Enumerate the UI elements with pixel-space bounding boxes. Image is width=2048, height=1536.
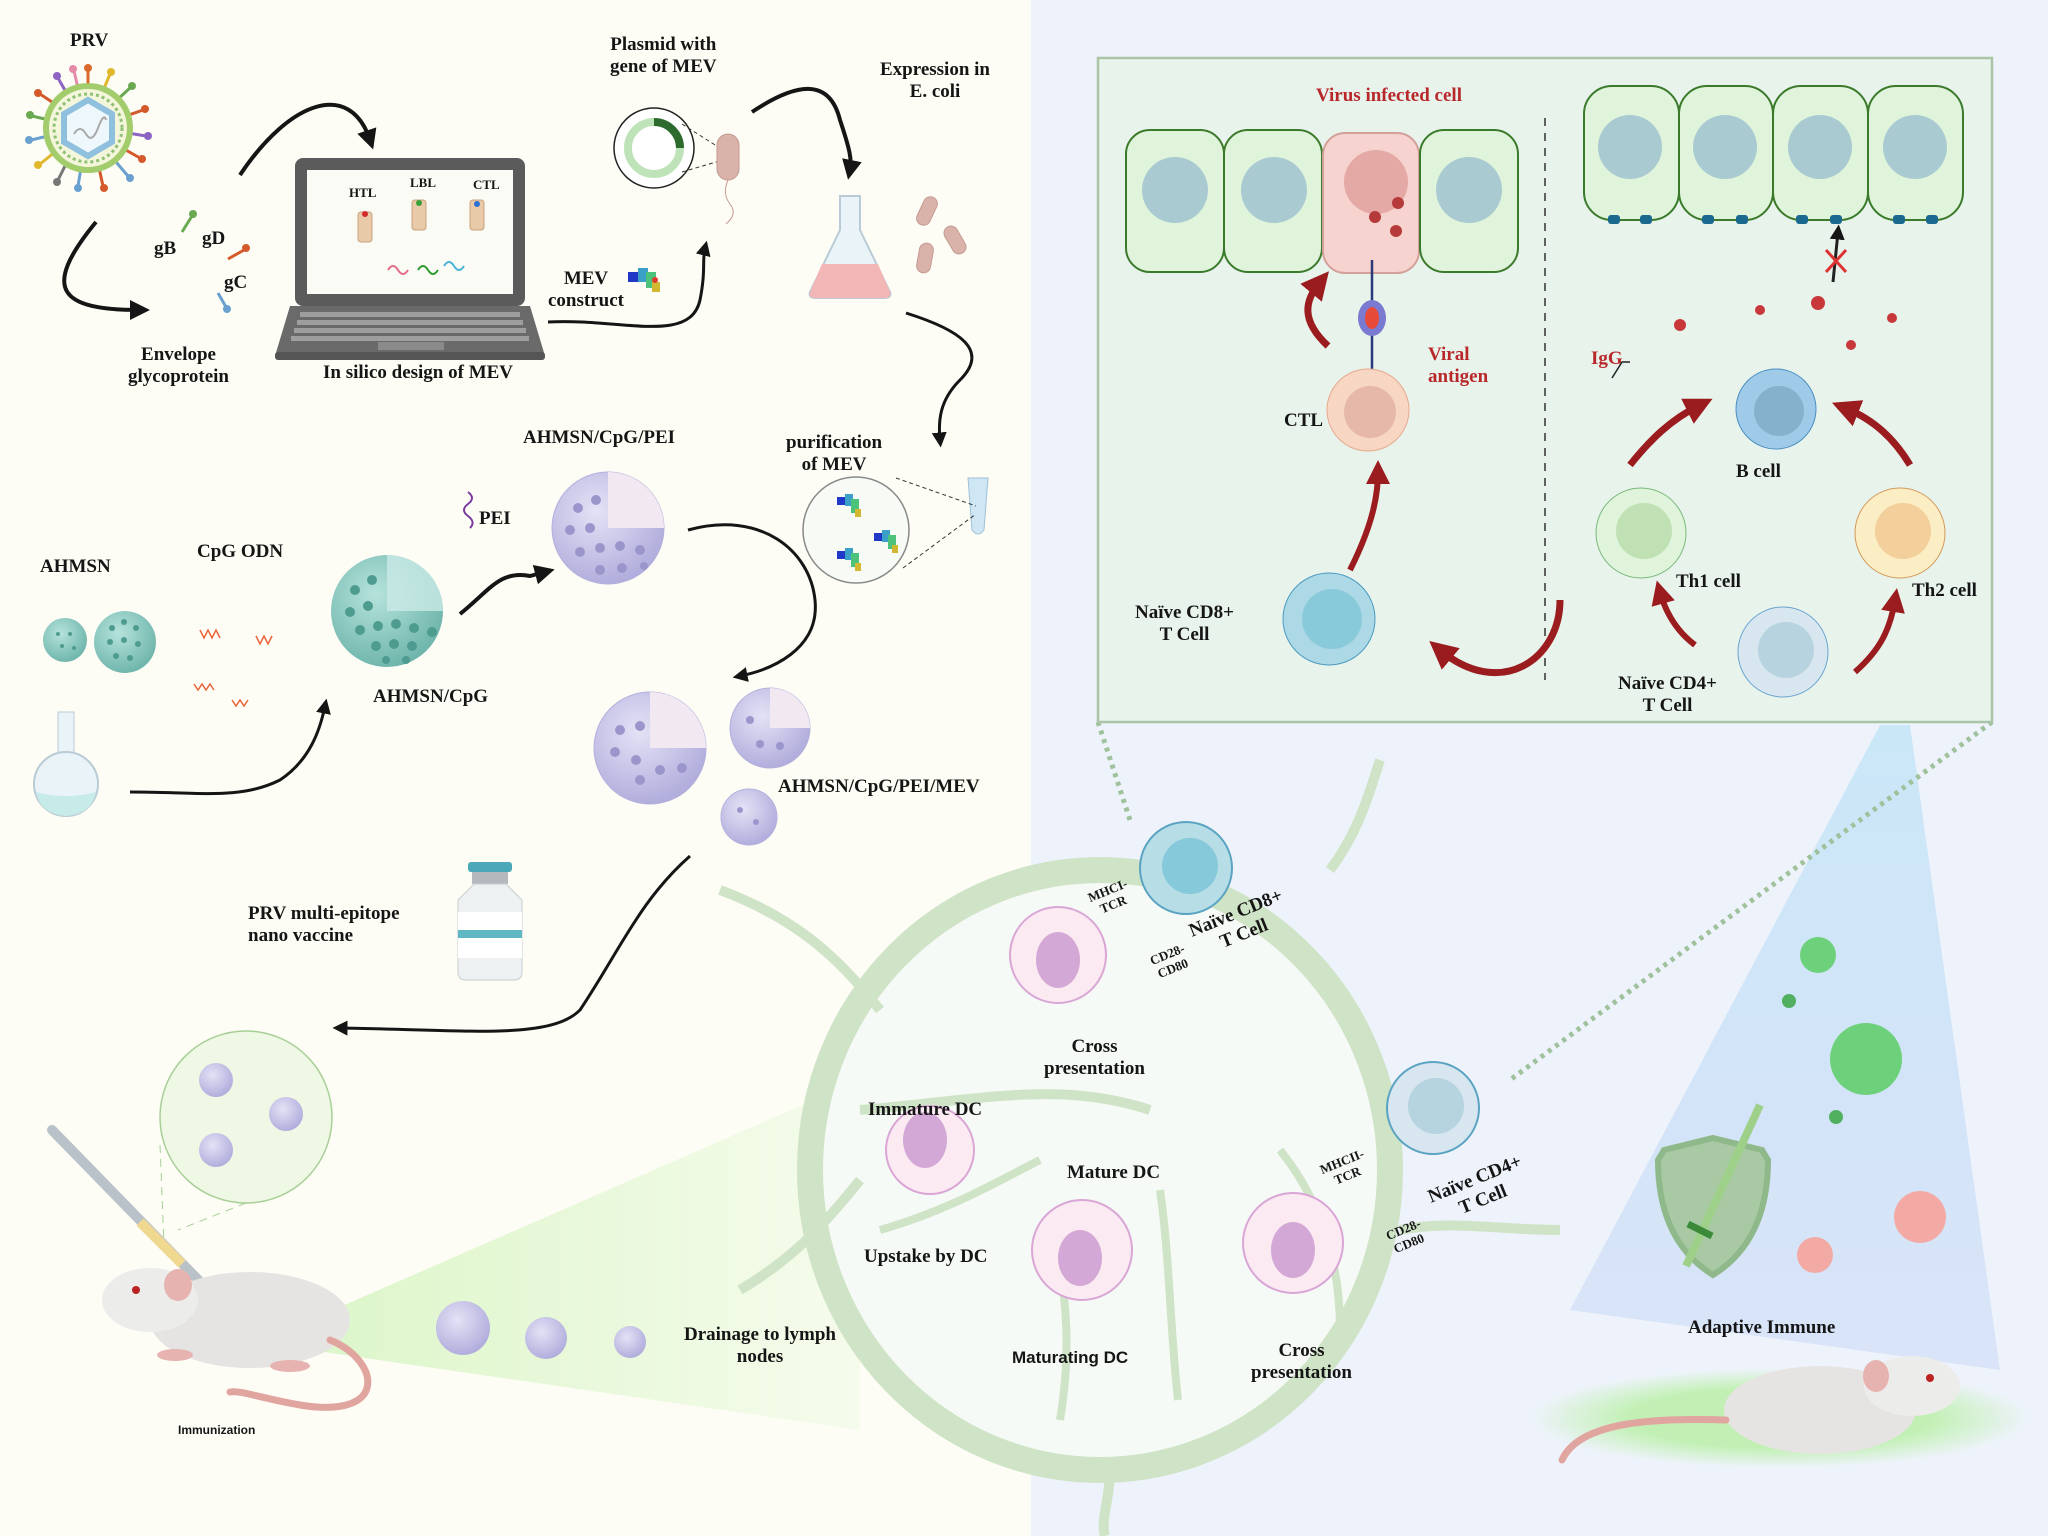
- drainage-particles: [436, 1301, 646, 1359]
- naive-cd4-tcell-node: [1386, 1061, 1480, 1155]
- viral-antigen-label: Viral antigen: [1428, 344, 1489, 387]
- naive-cd8-tcell-node: [1139, 821, 1233, 915]
- ahmsn-cpg-pei-mev-label: AHMSN/CpG/PEI/MEV: [778, 776, 980, 797]
- arrow-to-insilico: [238, 102, 377, 177]
- pei-icon: [463, 491, 474, 529]
- mouse-immunization-icon: [102, 1268, 372, 1411]
- arrow-expression-to-purification: [905, 311, 974, 448]
- purification-label: purification of MEV: [786, 432, 883, 475]
- glycoprotein-gd-label: gD: [202, 228, 226, 249]
- immature-dc-label: Immature DC: [868, 1099, 983, 1120]
- green-virus-icons: [1782, 937, 1902, 1124]
- arrow-pei-to-final: [687, 523, 817, 682]
- ahmsn-cpg-label: AHMSN/CpG: [373, 686, 489, 707]
- in-silico-label: In silico design of MEV: [323, 362, 514, 383]
- vaccine-vial-icon: [457, 862, 523, 981]
- b-cell-label: B cell: [1736, 461, 1781, 482]
- prv-label: PRV: [70, 30, 109, 51]
- injection-zoom-circle: [159, 1030, 333, 1246]
- th2-cell-label: Th2 cell: [1912, 580, 1977, 601]
- ahmsn-cpg-pei-mev-particles: [593, 687, 811, 846]
- mouse-protected-icon: [1558, 1356, 1960, 1464]
- immune-response-panel: [1096, 56, 1994, 724]
- igg-label: IgG: [1591, 348, 1623, 369]
- glycoprotein-icons: [180, 210, 250, 313]
- cpg-odn-icons: [193, 628, 273, 708]
- prv-virus-icon: [25, 64, 152, 192]
- arrow-vial-to-mouse: [332, 854, 691, 1036]
- cpg-odn-label: CpG ODN: [197, 541, 284, 562]
- plasmid-label: Plasmid with gene of MEV: [610, 34, 717, 77]
- cross-presentation-bottom-label: Cross presentation: [1251, 1340, 1352, 1383]
- round-flask-icon: [33, 711, 99, 817]
- arrow-plasmid-to-expression: [750, 87, 862, 180]
- drainage-label: Drainage to lymph nodes: [684, 1324, 836, 1367]
- pink-virus-icons: [1797, 1191, 1946, 1273]
- virus-infected-cell-label: Virus infected cell: [1316, 85, 1462, 106]
- uptake-by-dc-label: Upstake by DC: [864, 1246, 988, 1267]
- ahmsn-cpg-particle: [331, 555, 443, 667]
- ahmsn-cpg-pei-particle: [551, 471, 665, 585]
- th1-cell-label: Th1 cell: [1676, 571, 1741, 592]
- zoom-line-right: [1508, 719, 1994, 1083]
- htl-label: HTL: [349, 185, 377, 200]
- erlenmeyer-flask-icon: [808, 195, 892, 299]
- laptop-icon: [275, 158, 545, 360]
- arrow-flask-to-ahmsn-cpg: [129, 698, 331, 796]
- lymph-node: [718, 758, 1561, 1536]
- vaccine-label: PRV multi-epitope nano vaccine: [248, 903, 400, 946]
- shield-sword-icon: [1654, 1103, 1772, 1279]
- pei-label: PEI: [479, 508, 511, 529]
- ahmsn-label: AHMSN: [40, 556, 111, 577]
- mev-protein-icon: [628, 268, 660, 292]
- ahmsn-particles: [43, 611, 156, 673]
- immune-beam: [1570, 725, 2000, 1370]
- purification-icon: [802, 476, 989, 584]
- glycoprotein-gb-label: gB: [154, 238, 177, 259]
- glycoprotein-gc-label: gC: [224, 272, 248, 293]
- ahmsn-cpg-pei-label: AHMSN/CpG/PEI: [523, 427, 676, 448]
- ctl-label: CTL: [1284, 410, 1324, 431]
- adaptive-immune-label: Adaptive Immune: [1688, 1317, 1836, 1338]
- zoom-line-left: [1095, 721, 1133, 821]
- naive-cd8-panel-label: Naïve CD8+ T Cell: [1135, 602, 1234, 645]
- drainage-beam: [310, 1080, 860, 1430]
- immunization-label: Immunization: [178, 1423, 256, 1437]
- lbl-label: LBL: [410, 175, 437, 190]
- cross-presentation-top-label: Cross presentation: [1044, 1036, 1145, 1079]
- envelope-glycoprotein-label: Envelope glycoprotein: [128, 344, 229, 387]
- mature-dc-label: Mature DC: [1067, 1162, 1161, 1183]
- ecoli-icons: [916, 196, 967, 274]
- maturating-dc-label: Maturating DC: [1012, 1348, 1129, 1367]
- naive-cd4-panel-label: Naïve CD4+ T Cell: [1618, 673, 1717, 716]
- arrow-construct-to-plasmid: [547, 240, 711, 328]
- mev-construct-label: MEV construct: [548, 268, 624, 311]
- plasmid-icon: [613, 107, 740, 225]
- arrow-cpg-to-pei: [458, 564, 555, 616]
- expression-label: Expression in E. coli: [880, 59, 990, 102]
- arrow-prv-to-glycoprotein: [62, 220, 150, 320]
- ctl-epitope-label: CTL: [473, 177, 500, 192]
- dendritic-cells: [885, 906, 1344, 1301]
